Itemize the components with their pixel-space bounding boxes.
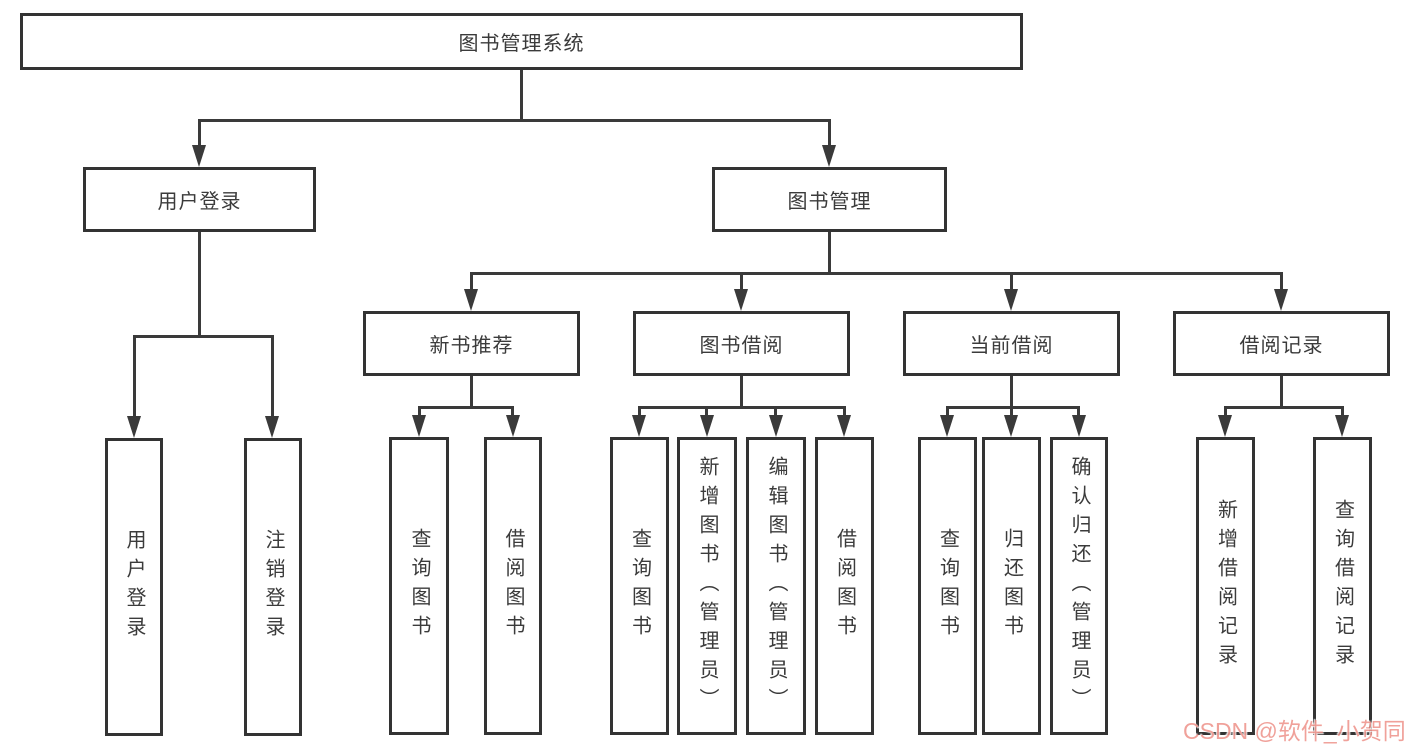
connector-stem bbox=[470, 376, 473, 408]
arrow-down-icon bbox=[506, 415, 520, 437]
leaf-add-borrow-record: 新增借阅记录 bbox=[1196, 437, 1255, 735]
leaf-label: 借阅图书 bbox=[833, 528, 856, 644]
connector-rail bbox=[946, 406, 1080, 409]
arrow-down-icon bbox=[822, 145, 836, 167]
connector-leaf-drop bbox=[946, 406, 949, 415]
node-book-management-label: 图书管理 bbox=[787, 191, 872, 213]
arrow-down-icon bbox=[734, 289, 748, 311]
arrow-down-icon bbox=[127, 416, 141, 438]
arrow-down-icon bbox=[1335, 415, 1349, 437]
arrow-down-icon bbox=[940, 415, 954, 437]
node-library-system-label: 图书管理系统 bbox=[458, 33, 585, 55]
arrow-down-icon bbox=[412, 415, 426, 437]
node-book-management: 图书管理 bbox=[712, 167, 947, 232]
connector-leaf-drop bbox=[705, 406, 708, 415]
connector-leaf-drop bbox=[1224, 406, 1227, 415]
connector-leaf-drop bbox=[418, 406, 421, 415]
connector-level2-rail bbox=[198, 119, 831, 122]
node-borrow-records-label: 借阅记录 bbox=[1239, 335, 1324, 357]
arrow-down-icon bbox=[1004, 415, 1018, 437]
connector-leaf-drop bbox=[638, 406, 641, 415]
connector-book-mgmt-drop bbox=[828, 119, 831, 145]
connector-rail bbox=[1224, 406, 1344, 409]
connector-drop bbox=[1280, 272, 1283, 289]
leaf-edit-book-admin: 编辑图书（管理员） bbox=[746, 437, 806, 735]
leaf-label: 查询图书 bbox=[936, 528, 959, 644]
connector-leaf-drop bbox=[133, 335, 136, 416]
connector-leaf-drop bbox=[774, 406, 777, 415]
connector-rail bbox=[638, 406, 845, 409]
leaf-label: 归还图书 bbox=[1000, 528, 1023, 644]
connector-leaf-drop bbox=[271, 335, 274, 416]
node-new-book-recommend-label: 新书推荐 bbox=[429, 335, 514, 357]
connector-leaf-drop bbox=[1077, 406, 1080, 415]
leaf-label: 查询图书 bbox=[628, 528, 651, 644]
connector-root-stem bbox=[520, 70, 523, 120]
leaf-confirm-return-admin: 确认归还（管理员） bbox=[1050, 437, 1108, 735]
connector-leaf-drop bbox=[511, 406, 514, 415]
node-user-login-label: 用户登录 bbox=[157, 191, 242, 213]
connector-user-login-rail bbox=[133, 335, 274, 338]
arrow-down-icon bbox=[464, 289, 478, 311]
leaf-label: 用户登录 bbox=[123, 529, 145, 645]
leaf-label: 新增图书（管理员） bbox=[696, 455, 718, 717]
node-current-borrow: 当前借阅 bbox=[903, 311, 1120, 376]
leaf-add-book-admin: 新增图书（管理员） bbox=[677, 437, 737, 735]
leaf-label: 注销登录 bbox=[262, 529, 284, 645]
leaf-borrow-books-recommend: 借阅图书 bbox=[484, 437, 542, 735]
node-new-book-recommend: 新书推荐 bbox=[363, 311, 580, 376]
leaf-query-borrow-record: 查询借阅记录 bbox=[1313, 437, 1372, 735]
node-current-borrow-label: 当前借阅 bbox=[969, 335, 1054, 357]
leaf-label: 新增借阅记录 bbox=[1214, 499, 1237, 673]
node-borrow-records: 借阅记录 bbox=[1173, 311, 1390, 376]
connector-leaf-drop bbox=[1010, 406, 1013, 415]
arrow-down-icon bbox=[1218, 415, 1232, 437]
connector-drop bbox=[1010, 272, 1013, 289]
leaf-label: 确认归还（管理员） bbox=[1068, 455, 1090, 717]
connector-stem bbox=[1280, 376, 1283, 408]
connector-leaf-drop bbox=[843, 406, 846, 415]
leaf-logout: 注销登录 bbox=[244, 438, 302, 736]
leaf-query-books-current: 查询图书 bbox=[918, 437, 977, 735]
connector-stem bbox=[1010, 376, 1013, 408]
arrow-down-icon bbox=[837, 415, 851, 437]
csdn-watermark: CSDN @软件_小贺同学 bbox=[1183, 718, 1405, 744]
node-book-borrow-label: 图书借阅 bbox=[699, 335, 784, 357]
leaf-query-books-borrow: 查询图书 bbox=[610, 437, 669, 735]
leaf-label: 查询借阅记录 bbox=[1331, 499, 1354, 673]
connector-drop bbox=[470, 272, 473, 289]
leaf-user-login: 用户登录 bbox=[105, 438, 163, 736]
arrow-down-icon bbox=[632, 415, 646, 437]
arrow-down-icon bbox=[700, 415, 714, 437]
leaf-label: 借阅图书 bbox=[502, 528, 524, 644]
connector-rail bbox=[418, 406, 514, 409]
arrow-down-icon bbox=[265, 416, 279, 438]
leaf-query-books-recommend: 查询图书 bbox=[389, 437, 449, 735]
leaf-borrow-books: 借阅图书 bbox=[815, 437, 874, 735]
connector-stem bbox=[740, 376, 743, 408]
arrow-down-icon bbox=[769, 415, 783, 437]
arrow-down-icon bbox=[1004, 289, 1018, 311]
leaf-label: 编辑图书（管理员） bbox=[765, 455, 787, 717]
connector-level3-rail bbox=[470, 272, 1282, 275]
arrow-down-icon bbox=[1072, 415, 1086, 437]
leaf-return-book: 归还图书 bbox=[982, 437, 1041, 735]
node-book-borrow: 图书借阅 bbox=[633, 311, 850, 376]
node-library-system: 图书管理系统 bbox=[20, 13, 1023, 70]
node-user-login: 用户登录 bbox=[83, 167, 316, 232]
connector-book-mgmt-stem bbox=[828, 232, 831, 274]
arrow-down-icon bbox=[192, 145, 206, 167]
arrow-down-icon bbox=[1274, 289, 1288, 311]
connector-user-login-stem bbox=[198, 232, 201, 336]
connector-leaf-drop bbox=[1341, 406, 1344, 415]
leaf-label: 查询图书 bbox=[408, 528, 430, 644]
connector-drop bbox=[740, 272, 743, 289]
connector-user-login-drop bbox=[198, 119, 201, 145]
